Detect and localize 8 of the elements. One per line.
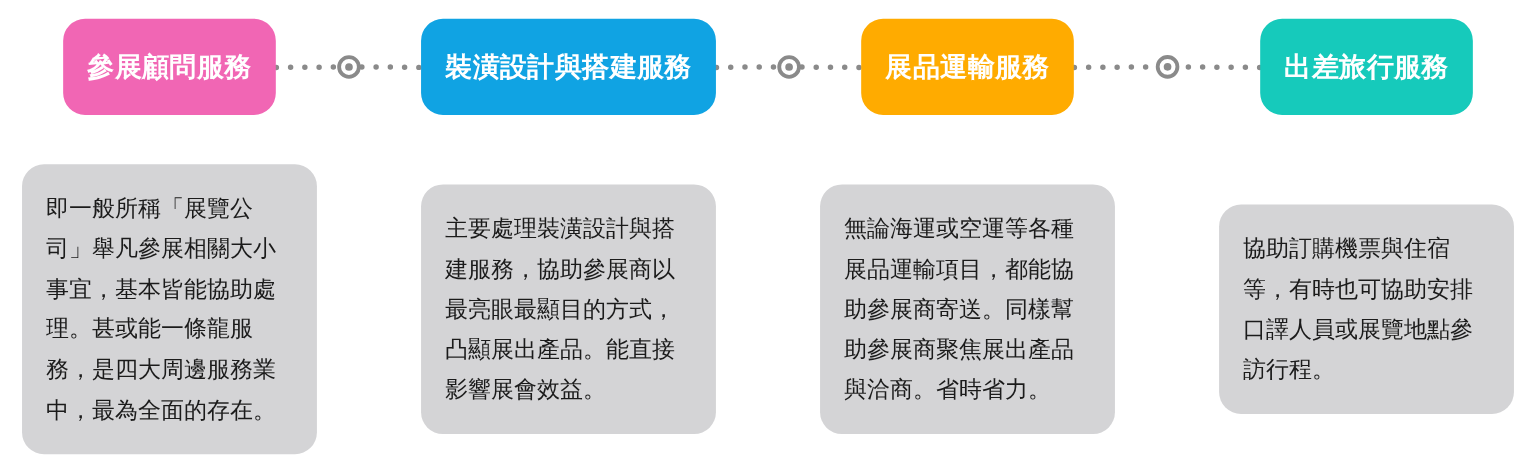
node-box: 出差旅行服務 [1260,18,1473,115]
node-box: 參展顧問服務 [63,18,276,115]
node-box: 協助訂購機票與住宿等，有時也可協助安排口譯人員或展覽地點參訪行程。 [1219,204,1514,414]
node-box: 主要處理裝潢設計與搭建服務，協助參展商以最亮眼最顯目的方式，凸顯展出產品。能直接影響展會效益。 [421,184,716,435]
node-box: 展品運輸服務 [861,18,1074,115]
node-box: 即一般所稱「展覽公司」舉凡參展相關大小事宜，基本皆能協助處理。甚或能一條龍服務，是四大周邊服務業中，最為全面的存在。 [22,164,317,455]
node-box: 裝潢設計與搭建服務 [421,18,716,115]
node-box: 無論海運或空運等各種展品運輸項目，都能協助參展商寄送。同樣幫助參展商聚焦展出產品與洽商。省時省力。 [820,184,1115,435]
